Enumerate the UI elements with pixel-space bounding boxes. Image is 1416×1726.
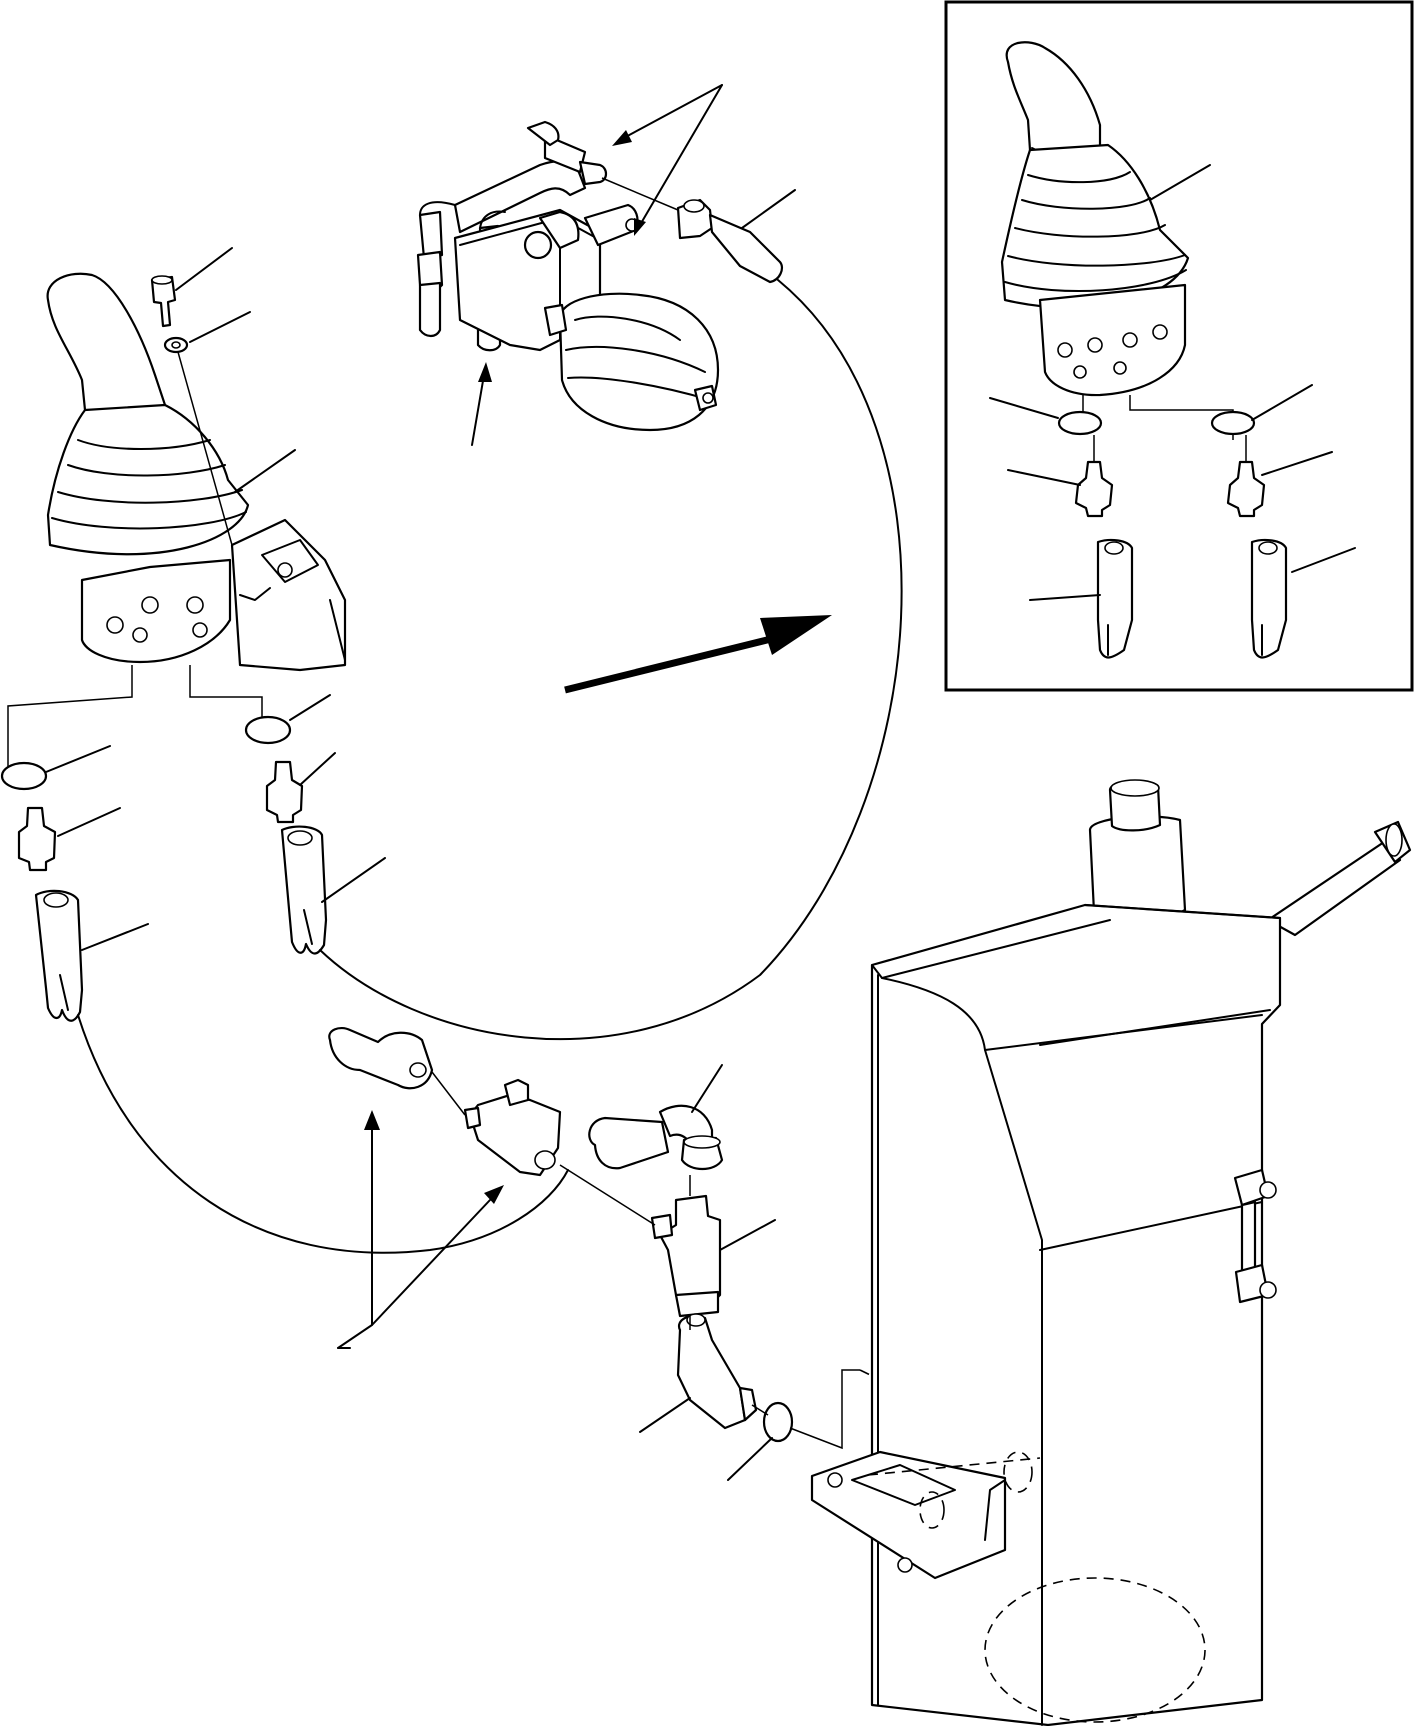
main-right-fitting-chain: [246, 717, 326, 954]
o-ring: [1212, 412, 1254, 434]
hose-end: [282, 827, 326, 954]
o-ring: [2, 763, 46, 789]
o-ring: [246, 717, 290, 743]
valve-block-accumulator: [418, 122, 718, 430]
hose-lines: [78, 280, 902, 1253]
main-center-lines: [8, 665, 262, 770]
hose-end: [36, 891, 82, 1021]
lower-hose-end: [329, 1028, 432, 1088]
cap-screw-and-washer: [152, 276, 232, 545]
adapter-fitting: [1076, 462, 1112, 516]
lower-connection-lines: [432, 1072, 1040, 1458]
cap-screw: [152, 277, 175, 326]
o-ring: [1059, 412, 1101, 434]
valve-connection-lines: [602, 178, 678, 210]
direction-arrow: [565, 615, 832, 690]
inset-center-lines: [1083, 395, 1233, 440]
inset-left-fitting-chain: [1059, 412, 1132, 658]
lower-o-ring: [764, 1403, 792, 1441]
inset-leader-lines: [990, 165, 1355, 600]
valve-leader-lines: [472, 85, 795, 445]
lower-tee-fitting: [465, 1080, 560, 1175]
main-joystick-assembly: [48, 274, 345, 670]
adapter-fitting: [19, 808, 55, 870]
inset-joystick-assembly: [1002, 42, 1188, 395]
adapter-fitting: [1228, 462, 1264, 516]
inset-right-fitting-chain: [1212, 412, 1286, 658]
lower-leader-lines: [338, 1065, 775, 1480]
hose-end: [1098, 540, 1132, 658]
valve-hose-fitting: [678, 200, 782, 282]
elbow-fitting-lower: [678, 1314, 756, 1428]
main-left-fitting-chain: [2, 763, 82, 1021]
hydraulic-tank: [812, 780, 1410, 1725]
hose-end: [1252, 540, 1286, 658]
tee-fitting-vertical: [652, 1175, 720, 1316]
elbow-fitting-upper: [589, 1106, 722, 1169]
main-leader-lines: [46, 248, 385, 950]
inset-detail-frame: [946, 2, 1412, 690]
adapter-fitting: [267, 762, 302, 822]
